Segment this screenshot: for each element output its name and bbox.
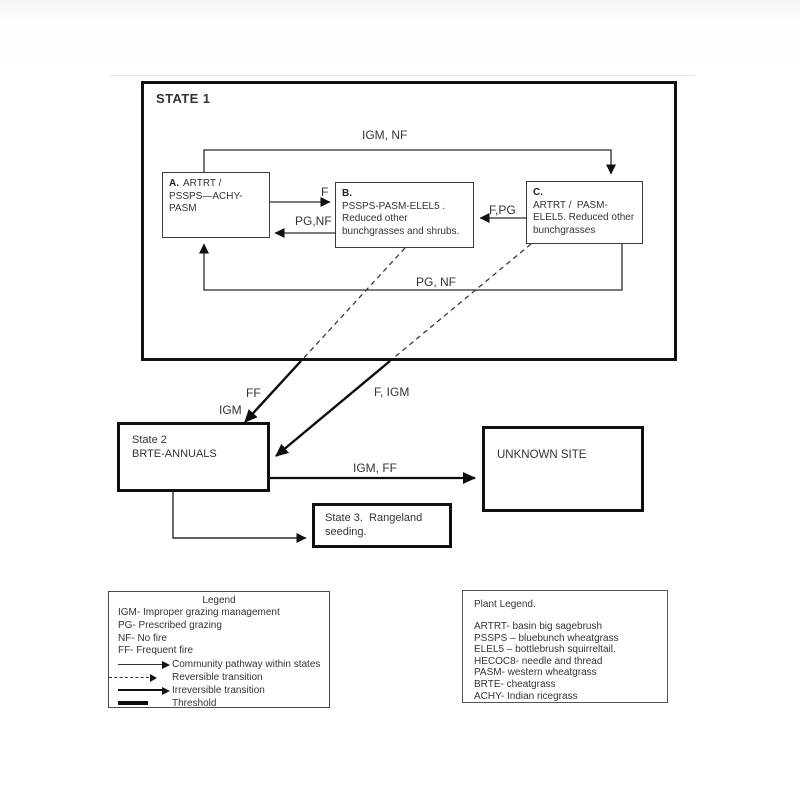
- pathway-a-to-c-line: [203, 149, 616, 175]
- legend-abbr-nf: NF- No fire: [118, 632, 167, 644]
- legend-title: Legend: [202, 595, 236, 606]
- legend-threshold-label: Threshold: [172, 698, 217, 710]
- community-b-box: B. PSSPS-PASM-ELEL5 . Reduced other bunc…: [335, 182, 474, 248]
- community-a-line1: ARTRT /: [183, 178, 222, 189]
- plant-item-pasm: PASM- western wheatgrass: [474, 667, 597, 679]
- label-transition-b-to-state2-igm: IGM: [219, 403, 242, 417]
- legend-row-community: Community pathway within states: [109, 658, 329, 671]
- label-pathway-b-to-a: PG,NF: [295, 214, 332, 228]
- plant-item-elel5: ELEL5 – bottlebrush squirreltail.: [474, 644, 616, 656]
- community-a-line2: PSSPS—ACHY-: [169, 190, 243, 202]
- reversible-transition-c-line: [389, 243, 532, 362]
- label-pathway-c-to-b: F,PG: [489, 203, 516, 217]
- legend-row-reversible: Reversible transition: [109, 671, 329, 684]
- legend-row-threshold: Threshold: [109, 697, 329, 710]
- community-a-id: A.: [169, 178, 179, 189]
- community-b-line3: bunchgrasses and shrubs.: [342, 225, 460, 237]
- plant-item-hecoc8: HECOC8- needle and thread: [474, 655, 603, 667]
- community-b-line1: PSSPS-PASM-ELEL5 .: [342, 200, 446, 212]
- label-pathway-a-to-b: F: [321, 185, 329, 199]
- state2-box: State 2 BRTE-ANNUALS: [117, 422, 270, 492]
- state1-box: STATE 1: [141, 81, 677, 361]
- transition-state1-to-state2-line: [244, 360, 302, 423]
- community-b-id: B.: [342, 188, 352, 199]
- community-c-line3: bunchgrasses: [533, 224, 596, 236]
- label-transition-b-to-state2-ff: FF: [246, 386, 261, 400]
- community-c-line1: ARTRT / PASM-: [533, 199, 608, 211]
- state2-title: State 2: [132, 434, 167, 446]
- scan-artifact-band: [0, 0, 800, 70]
- plant-legend-title: Plant Legend.: [474, 599, 536, 610]
- label-pathway-a-to-c: IGM, NF: [362, 128, 408, 142]
- plant-item-brte: BRTE- cheatgrass: [474, 678, 556, 690]
- community-a-line3: PASM: [169, 203, 197, 215]
- label-transition-c-to-state2: F, IGM: [374, 385, 410, 399]
- community-c-box: C. ARTRT / PASM- ELEL5. Reduced other bu…: [526, 181, 643, 244]
- state3-line1: State 3. Rangeland: [325, 512, 423, 524]
- community-b-line2: Reduced other: [342, 213, 408, 225]
- community-c-id: C.: [533, 187, 543, 198]
- transition-state1-to-state2-right-line: [275, 360, 391, 457]
- legend-reversible-label: Reversible transition: [172, 672, 263, 684]
- legend-box: Legend IGM- Improper grazing management …: [108, 591, 330, 710]
- state3-line2: seeding.: [325, 525, 367, 538]
- community-c-line2: ELEL5. Reduced other: [533, 212, 635, 224]
- state3-box: State 3. Rangeland seeding.: [312, 503, 452, 548]
- unknown-site-label: UNKNOWN SITE: [497, 449, 587, 461]
- pathway-c-to-a-line: [199, 243, 623, 291]
- label-pathway-c-to-a: PG, NF: [416, 275, 457, 289]
- state1-title: STATE 1: [156, 91, 211, 106]
- state2-name: BRTE-ANNUALS: [132, 448, 217, 460]
- legend-irreversible-label: Irreversible transition: [172, 685, 265, 697]
- reversible-transition-b-line: [300, 247, 406, 362]
- legend-community-label: Community pathway within states: [172, 659, 321, 671]
- reversible-transition-arrow-icon: [109, 673, 170, 683]
- plant-item-pssps: PSSPS – bluebunch wheatgrass: [474, 632, 619, 644]
- legend-abbr-ff: FF- Frequent fire: [118, 645, 194, 657]
- community-a-box: A. ARTRT / PSSPS—ACHY- PASM: [162, 172, 270, 238]
- plant-legend-box: Plant Legend. ARTRT- basin big sagebrush…: [462, 590, 668, 703]
- irreversible-transition-arrow-icon: [118, 686, 170, 696]
- legend-abbr-igm: IGM- Improper grazing management: [118, 607, 280, 618]
- pathway-state2-to-state3-line: [172, 492, 307, 543]
- community-pathway-arrow-icon: [118, 660, 170, 670]
- plant-item-artrt: ARTRT- basin big sagebrush: [474, 621, 603, 632]
- label-transition-state2-to-unknown: IGM, FF: [353, 461, 397, 475]
- unknown-site-box: UNKNOWN SITE: [482, 426, 644, 512]
- plant-item-achy: ACHY- Indian ricegrass: [474, 690, 578, 702]
- threshold-line-icon: [118, 699, 170, 709]
- scan-artifact-line: [110, 75, 695, 76]
- legend-row-irreversible: Irreversible transition: [109, 684, 329, 697]
- legend-abbr-pg: PG- Prescribed grazing: [118, 619, 222, 631]
